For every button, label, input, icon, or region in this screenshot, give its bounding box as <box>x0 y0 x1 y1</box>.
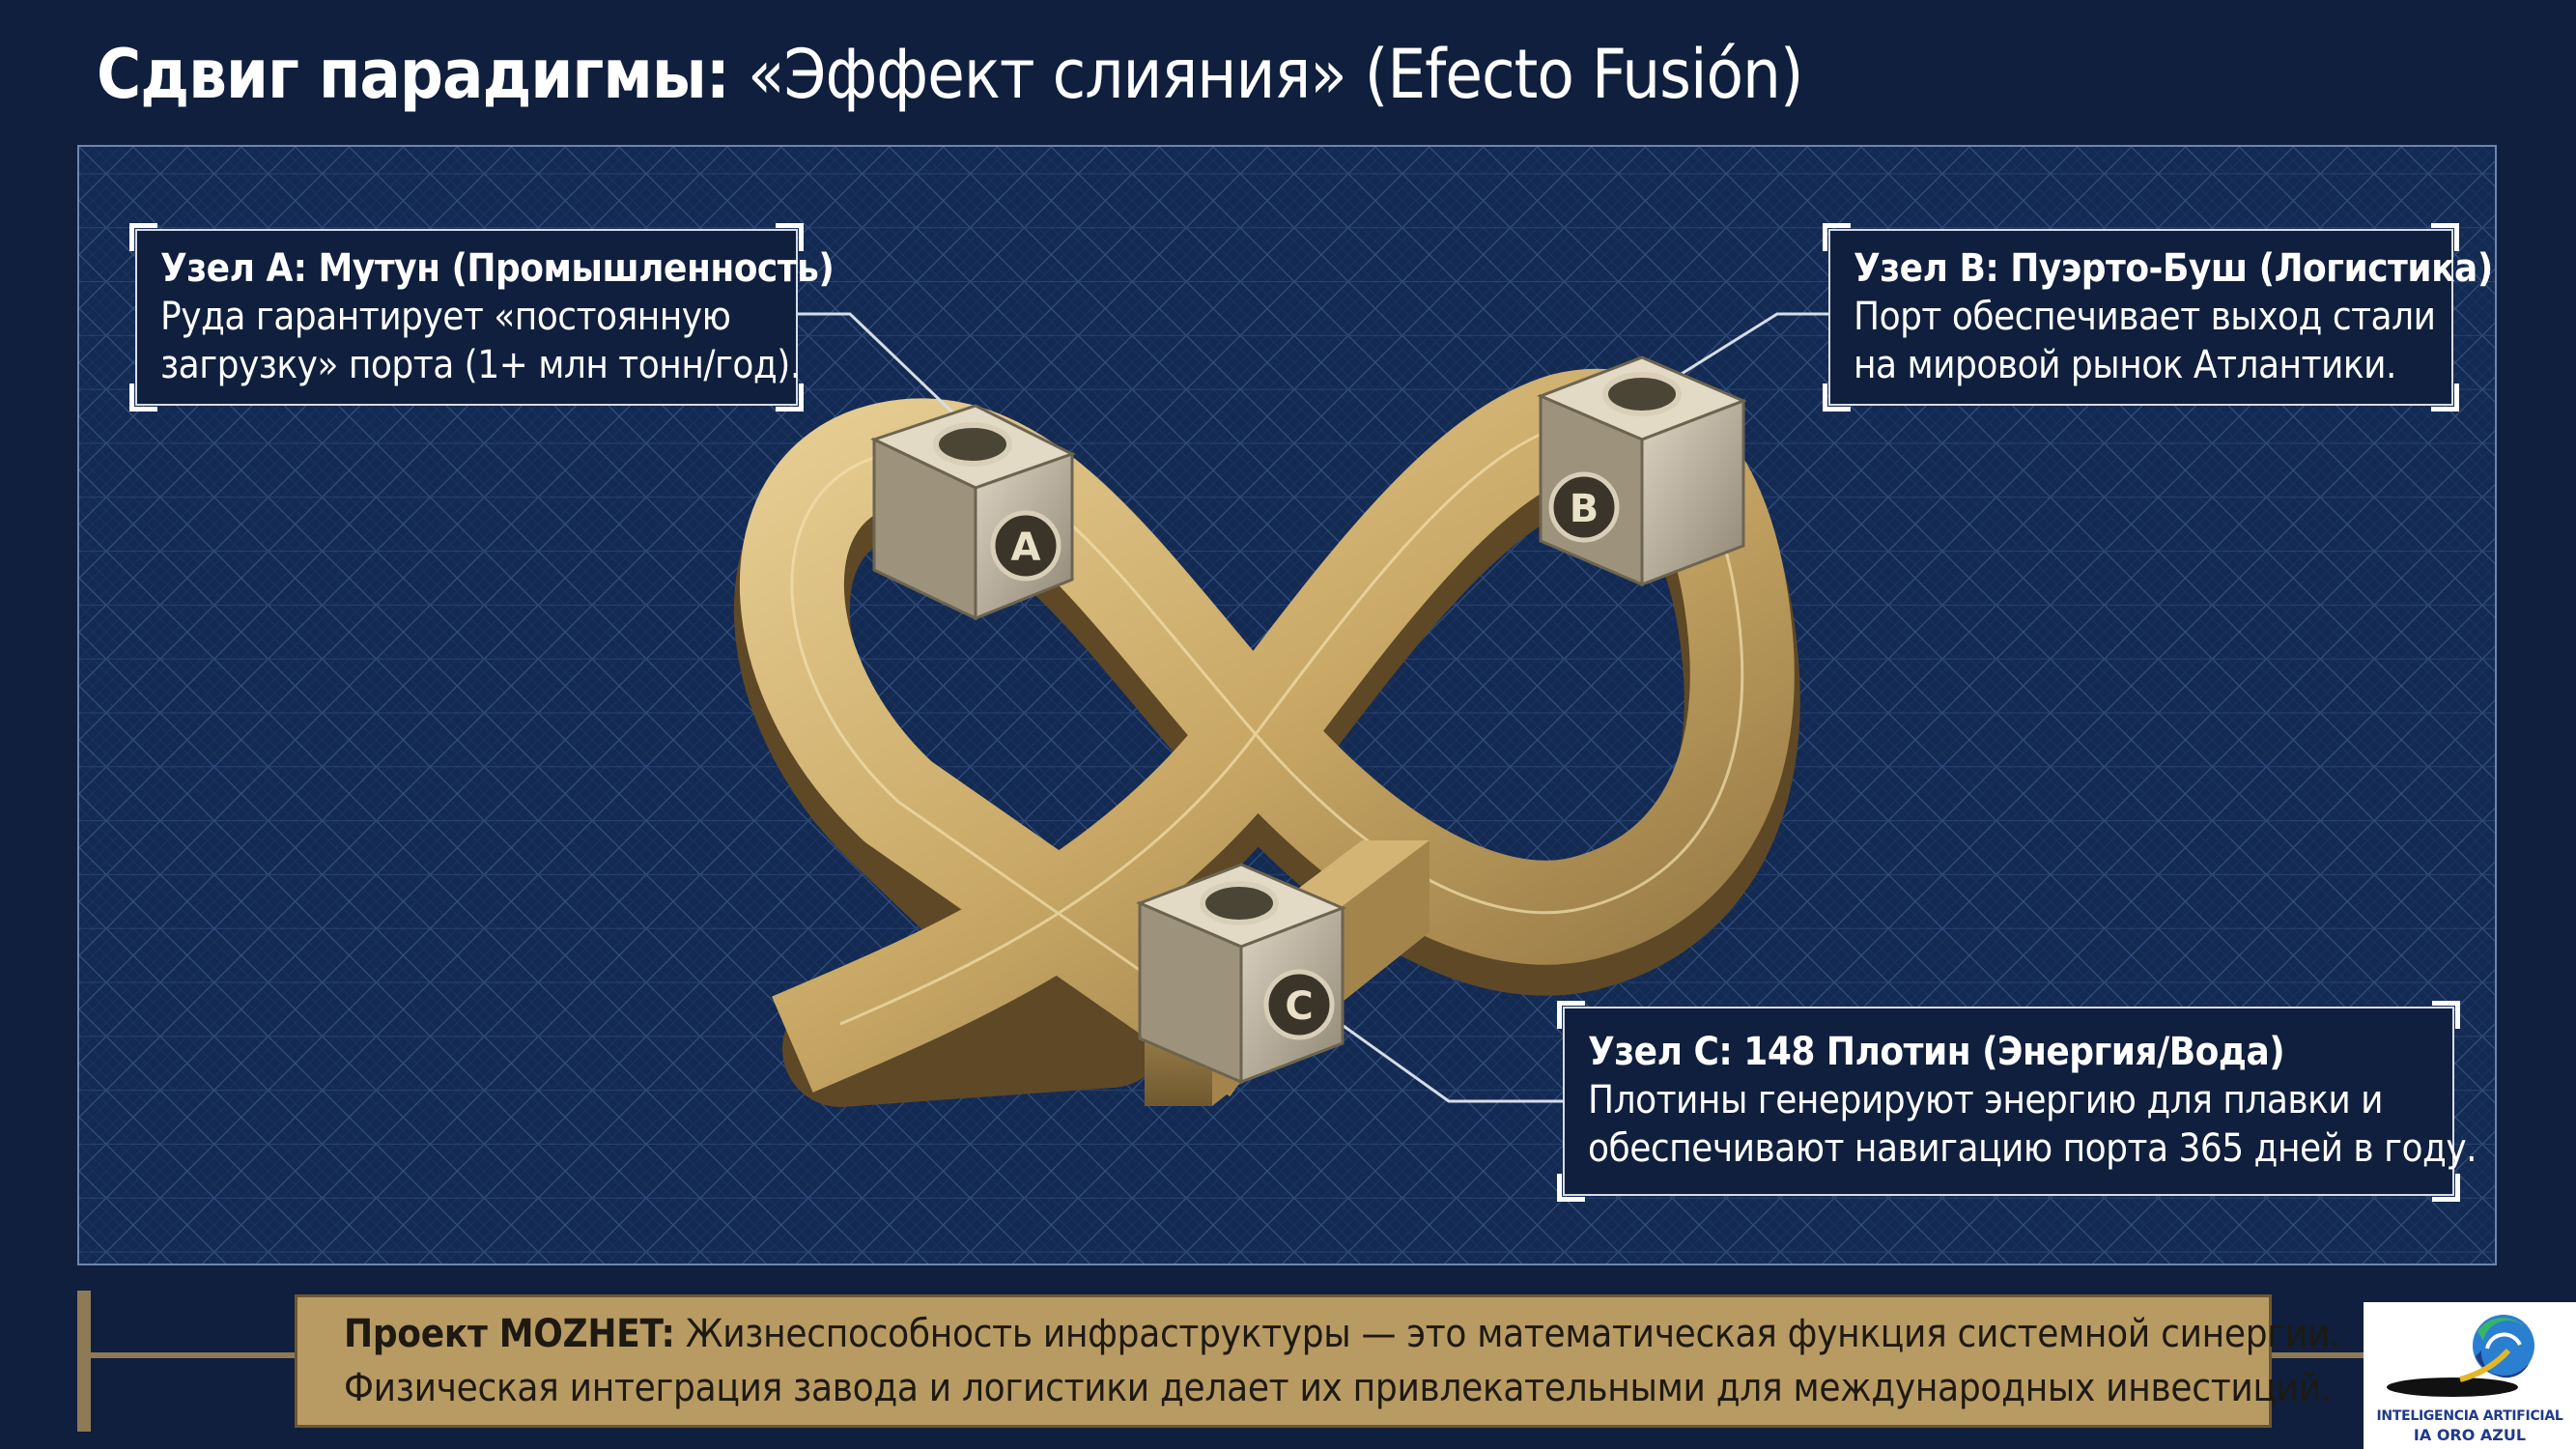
footer-rail-right-bar <box>2272 1352 2364 1358</box>
node-c-line-1: Плотины генерируют энергию для плавки и <box>1588 1078 2384 1122</box>
leader-line-b <box>1660 312 1828 388</box>
connector-cube-b: B <box>1537 355 1747 587</box>
page-title-rest: «Эффект слияния» (Efecto Fusión) <box>747 35 1804 114</box>
callout-node-a: Узел A: Мутун (Промышленность) Руда гара… <box>129 223 835 412</box>
leader-line-c <box>1313 1003 1563 1103</box>
logo-text-line-2: IA ORO AZUL <box>2413 1426 2527 1444</box>
connector-cube-c: C <box>1136 863 1346 1085</box>
node-a-line-1: Руда гарантирует «постоянную <box>160 295 731 339</box>
node-b-line-1: Порт обеспечивает выход стали <box>1854 295 2436 339</box>
logo-text-line-1: INTELIGENCIA ARTIFICIAL <box>2376 1408 2563 1424</box>
node-b-heading: Узел B: Пуэрто-Буш (Логистика) <box>1854 246 2493 291</box>
footer-rail-left-post <box>77 1291 91 1432</box>
node-c-line-2: обеспечивают навигацию порта 365 дней в … <box>1588 1126 2477 1171</box>
page-title-bold: Сдвиг парадигмы: <box>97 35 730 114</box>
footer-project-label: Проект MOZHET: <box>344 1312 675 1356</box>
connector-cube-a: A <box>869 404 1076 621</box>
ia-oro-azul-logo: INTELIGENCIA ARTIFICIAL IA ORO AZUL <box>2364 1302 2576 1449</box>
node-a-line-2: загрузку» порта (1+ млн тонн/год). <box>160 343 801 387</box>
page-title: Сдвиг парадигмы: «Эффект слияния» (Efect… <box>97 21 1803 128</box>
callout-node-b: Узел B: Пуэрто-Буш (Логистика) Порт обес… <box>1823 223 2493 412</box>
logo-emblem-icon <box>2387 1315 2534 1397</box>
footer-rail-left-bar <box>91 1352 295 1358</box>
node-c-letter: C <box>1285 984 1313 1029</box>
node-b-line-2: на мировой рынок Атлантики. <box>1854 343 2396 387</box>
footer-line-1-text: Жизнеспособность инфраструктуры — это ма… <box>685 1312 2341 1356</box>
footer-summary-box: Проект MOZHET: Жизнеспособность инфрастр… <box>295 1294 2340 1428</box>
node-b-letter: B <box>1570 487 1599 531</box>
callout-node-c: Узел C: 148 Плотин (Энергия/Вода) Плотин… <box>1557 1001 2477 1202</box>
footer-line-1: Проект MOZHET: Жизнеспособность инфрастр… <box>344 1307 2340 1361</box>
node-c-heading: Узел C: 148 Плотин (Энергия/Вода) <box>1588 1030 2285 1074</box>
node-a-heading: Узел A: Мутун (Промышленность) <box>160 246 835 291</box>
node-a-letter: A <box>1011 526 1041 570</box>
footer-line-2: Физическая интеграция завода и логистики… <box>344 1366 2332 1410</box>
leader-line-a <box>798 312 968 427</box>
